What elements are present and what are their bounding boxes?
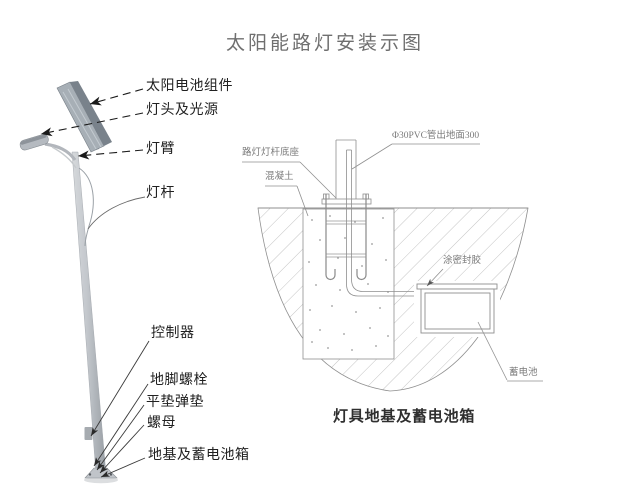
controller-box bbox=[84, 427, 93, 440]
left-label-leaders bbox=[40, 88, 150, 478]
label-solar-module: 太阳电池组件 bbox=[146, 79, 233, 94]
label-washers: 平垫弹垫 bbox=[146, 395, 204, 410]
pole-base-column bbox=[335, 139, 357, 199]
label-pole: 灯杆 bbox=[146, 186, 175, 201]
cad-leaders bbox=[242, 143, 543, 382]
page-title: 太阳能路灯安装示图 bbox=[226, 33, 425, 54]
label-lamp-arm: 灯臂 bbox=[146, 142, 175, 157]
pvc-pipe bbox=[346, 149, 423, 297]
solar-panel-side bbox=[70, 81, 112, 146]
battery-box bbox=[416, 283, 498, 334]
anchor-bolts bbox=[325, 194, 367, 281]
tie-bars bbox=[325, 220, 367, 258]
label-controller: 控制器 bbox=[151, 326, 195, 341]
cad-label-concrete: 混凝土 bbox=[265, 172, 294, 182]
lamp-head bbox=[19, 133, 49, 151]
cad-label-pvc-pipe: Φ30PVC管出地面300 bbox=[392, 131, 480, 141]
label-anchor-bolt: 地脚螺栓 bbox=[150, 373, 208, 388]
label-foundation-box: 地基及蓄电池箱 bbox=[148, 448, 250, 463]
concrete-block bbox=[302, 208, 395, 360]
street-light-figure bbox=[19, 81, 118, 484]
foundation-section bbox=[242, 139, 543, 392]
pole-base-plate bbox=[84, 467, 118, 479]
cad-label-battery: 蓄电池 bbox=[509, 368, 538, 378]
section-caption: 灯具地基及蓄电池箱 bbox=[333, 409, 476, 425]
label-nut: 螺母 bbox=[147, 416, 176, 431]
lamp-arm-strut bbox=[51, 146, 77, 169]
cad-label-sealant: 涂密封胶 bbox=[443, 256, 482, 266]
solar-panel-cells bbox=[62, 88, 102, 150]
label-lamp-head: 灯头及光源 bbox=[146, 103, 219, 118]
concrete-speckles bbox=[308, 215, 389, 351]
cad-label-pole-base: 路灯灯杆底座 bbox=[242, 148, 300, 158]
base-shadow bbox=[84, 476, 118, 484]
lamp-arm bbox=[44, 142, 77, 161]
